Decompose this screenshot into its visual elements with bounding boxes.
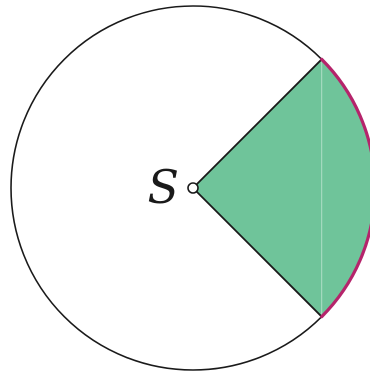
center-label: S — [147, 160, 179, 214]
sector-region — [193, 59, 370, 317]
center-point — [187, 182, 199, 194]
highlighted-arc — [320, 57, 370, 319]
circle-outline — [10, 5, 370, 371]
radius-lower — [192, 187, 323, 318]
radius-upper — [192, 58, 323, 189]
